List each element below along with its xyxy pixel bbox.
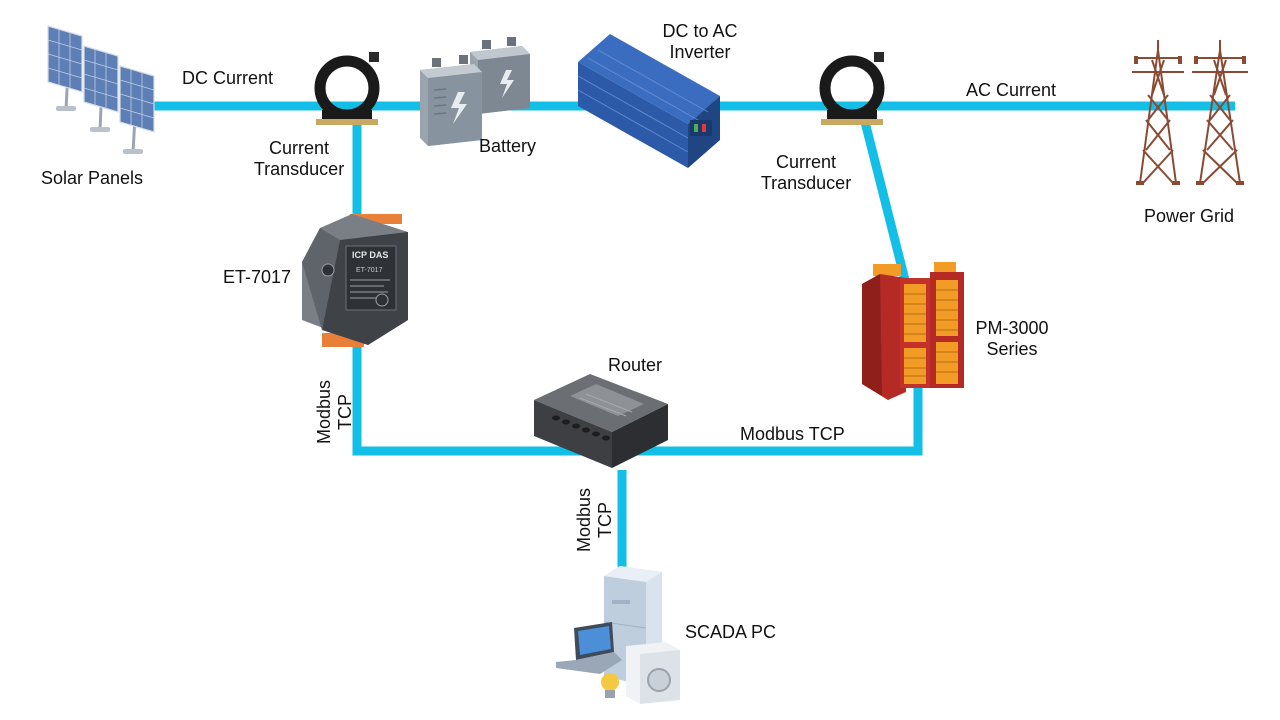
pm3000-line-2: Series	[986, 339, 1038, 359]
current-transducer-2-label: Current Transducer	[746, 152, 866, 194]
current-transducer-1-line-1: Current	[268, 138, 330, 158]
et7017-to-router-line	[352, 345, 620, 456]
battery-label: Battery	[479, 136, 537, 156]
ac-current-label: AC Current	[966, 80, 1057, 100]
dc-current-label: DC Current	[182, 68, 274, 88]
inverter-icon	[577, 34, 720, 168]
pm3000-meter-icon	[862, 262, 964, 400]
modbus-bottom-line-2: TCP	[595, 502, 615, 538]
scada-pc-label: SCADA PC	[685, 622, 777, 642]
modbus-tcp-bottom-label: Modbus TCP	[574, 480, 618, 560]
modbus-tcp-right-label: Modbus TCP	[740, 424, 845, 444]
current-transducer-icon	[819, 52, 885, 125]
pm3000-line-1: PM-3000	[975, 318, 1049, 338]
current-transducer-1-label: Current Transducer	[239, 138, 359, 180]
inverter-line-2: Inverter	[669, 42, 731, 62]
et7017-module-icon: ICP DAS ET-7017	[302, 214, 408, 347]
power-grid-label: Power Grid	[1144, 206, 1235, 226]
transducer-to-pm3000-line	[859, 116, 910, 282]
modbus-bottom-line-1: Modbus	[574, 487, 594, 553]
solar-panels-label: Solar Panels	[41, 168, 144, 188]
current-transducer-icon	[314, 52, 380, 125]
modbus-tcp-left-label: Modbus TCP	[314, 372, 358, 452]
battery-icon	[420, 37, 530, 146]
current-transducer-2-line-2: Transducer	[760, 173, 852, 193]
power-tower-icon	[1132, 40, 1248, 185]
router-icon	[534, 374, 668, 468]
solar-panel-icon	[47, 25, 155, 154]
et7017-label: ET-7017	[223, 267, 292, 287]
pm3000-to-router-line	[620, 385, 923, 456]
inverter-label: DC to AC Inverter	[640, 21, 760, 63]
router-label: Router	[608, 355, 663, 375]
modbus-left-line-1: Modbus	[314, 379, 334, 445]
pm3000-label: PM-3000 Series	[962, 318, 1062, 360]
modbus-left-line-2: TCP	[335, 394, 355, 430]
current-transducer-1-line-2: Transducer	[253, 159, 345, 179]
et7017-model-text: ET-7017	[356, 267, 383, 274]
scada-pc-icon	[556, 566, 680, 704]
et7017-brand-text: ICP DAS	[352, 250, 388, 260]
current-transducer-2-line-1: Current	[775, 152, 837, 172]
inverter-line-1: DC to AC	[662, 21, 738, 41]
